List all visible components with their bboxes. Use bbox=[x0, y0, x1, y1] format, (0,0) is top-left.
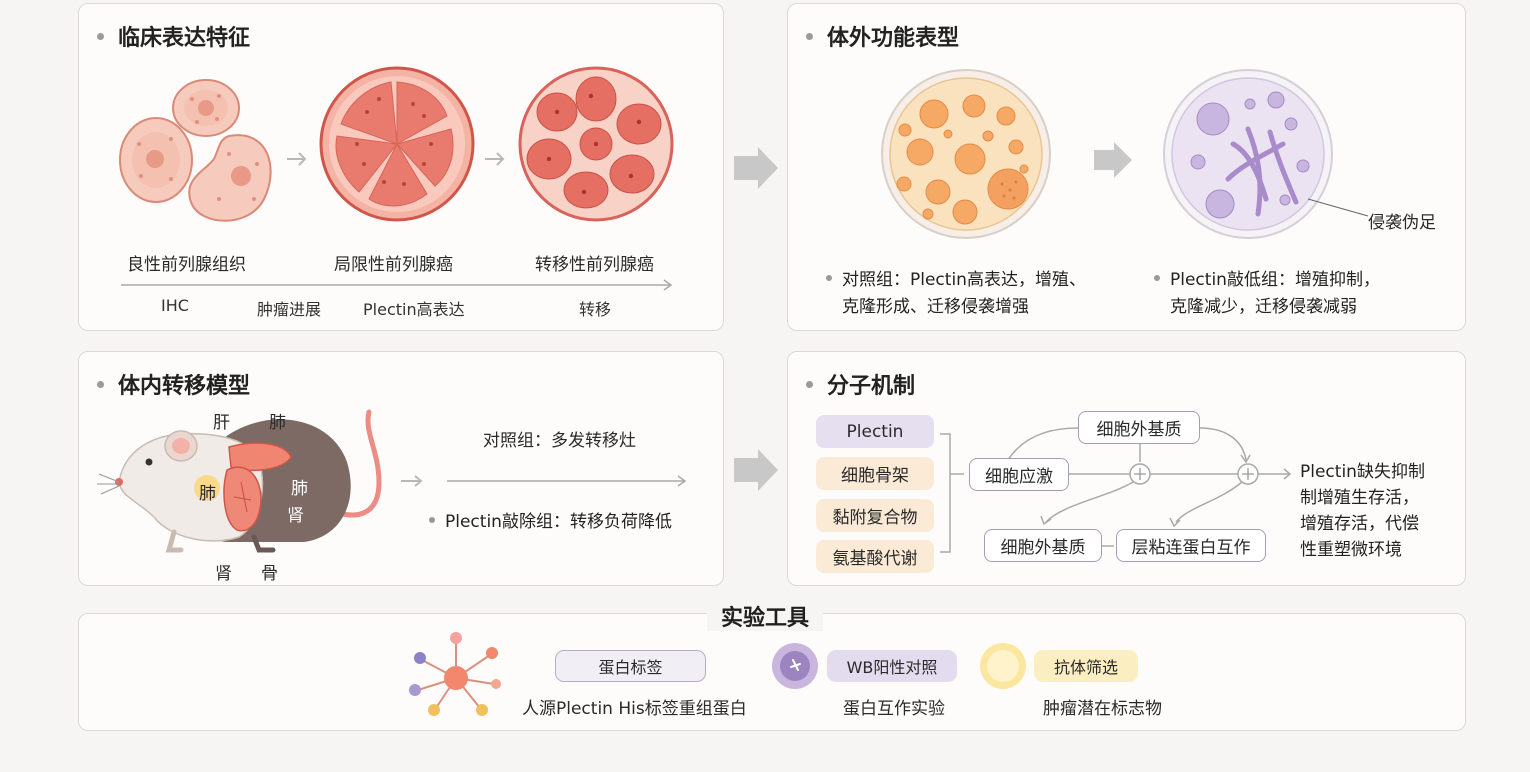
panel-mechanism-title: 分子机制 bbox=[806, 368, 915, 400]
pseudopod-label: 侵袭伪足 bbox=[1368, 213, 1436, 233]
result-line-4: 性重塑微环境 bbox=[1300, 540, 1402, 560]
knockdown-line-1: Plectin敲低组：增殖抑制， bbox=[1170, 270, 1380, 290]
localized-cancer-illustration bbox=[319, 66, 475, 222]
progression-arrow bbox=[121, 279, 673, 291]
control-result-text: 对照组：Plectin高表达，增殖、 克隆形成、迁移侵袭增强 bbox=[826, 267, 1086, 321]
panel-mechanism: 分子机制 Plectin 细胞骨架 黏附复合物 氨基酸代谢 细胞应激 细胞外基质… bbox=[787, 351, 1466, 586]
in-vivo-control-text: 对照组：多发转移灶 bbox=[483, 431, 636, 451]
stage-label-metastatic: 转移性前列腺癌 bbox=[535, 255, 654, 275]
organ-label-lung-right: 肺 bbox=[291, 479, 308, 499]
tool-pill-wb-control: WB阳性对照 bbox=[827, 650, 957, 682]
bullet-dot bbox=[97, 380, 104, 388]
clinical-illustration bbox=[119, 66, 674, 291]
bullet-dot bbox=[429, 517, 435, 523]
bullet-dot bbox=[97, 32, 104, 40]
title-text: 分子机制 bbox=[827, 374, 916, 399]
stage-label-localized: 局限性前列腺癌 bbox=[334, 255, 453, 275]
result-arrow bbox=[447, 475, 687, 487]
metastatic-cancer-illustration bbox=[518, 66, 674, 222]
panel-in-vitro-title: 体外功能表型 bbox=[806, 20, 959, 52]
mouse-illustration bbox=[97, 409, 687, 553]
organ-label-kidney-right: 肾 bbox=[287, 506, 304, 526]
title-text: 临床表达特征 bbox=[118, 26, 251, 51]
pill-adhesion-complex: 黏附复合物 bbox=[816, 499, 934, 532]
organ-label-lung-top: 肺 bbox=[269, 413, 286, 433]
in-vivo-knockout-text: Plectin敲除组：转移负荷降低 bbox=[429, 509, 672, 536]
organ-label-liver: 肝 bbox=[213, 413, 230, 433]
panel-clinical: 临床表达特征 bbox=[78, 3, 724, 331]
knockdown-line-2: 克隆减少，迁移侵袭减弱 bbox=[1170, 297, 1357, 317]
title-text: 体外功能表型 bbox=[827, 26, 960, 51]
node-cell-stress: 细胞应激 bbox=[969, 458, 1069, 491]
node-ecm-bottom: 细胞外基质 bbox=[984, 529, 1102, 562]
tools-title-text: 实验工具 bbox=[706, 606, 823, 631]
tool-pill-antibody-screening: 抗体筛选 bbox=[1034, 650, 1138, 682]
panel-in-vivo: 体内转移模型 肝 肺 肺 肺 肾 肾 骨 对照组：多发转移灶 Pl bbox=[78, 351, 724, 586]
axis-label-ihc: IHC bbox=[161, 296, 189, 315]
panel-in-vivo-title: 体内转移模型 bbox=[97, 368, 250, 400]
tool-pill-protein-tag: 蛋白标签 bbox=[555, 650, 706, 682]
lung-marker bbox=[194, 475, 220, 501]
knockdown-result-text: Plectin敲低组：增殖抑制， 克隆减少，迁移侵袭减弱 bbox=[1154, 267, 1380, 321]
bullet-dot bbox=[1154, 275, 1160, 281]
control-line-1: 对照组：Plectin高表达，增殖、 bbox=[842, 270, 1086, 290]
arrow-right-icon bbox=[287, 152, 307, 166]
pill-cytoskeleton: 细胞骨架 bbox=[816, 457, 934, 490]
stage-label-benign: 良性前列腺组织 bbox=[127, 255, 246, 275]
mouse-tail bbox=[321, 409, 382, 518]
panel-clinical-title: 临床表达特征 bbox=[97, 20, 250, 52]
in-vitro-illustration bbox=[881, 69, 1369, 239]
benign-tissue-illustration bbox=[119, 79, 272, 222]
knockdown-dish-illustration bbox=[1163, 69, 1369, 239]
knockout-text: Plectin敲除组：转移负荷降低 bbox=[445, 512, 672, 532]
mechanism-connectors bbox=[940, 427, 1292, 553]
pseudopod-leader-line bbox=[1307, 198, 1369, 217]
axis-label-progression: 肿瘤进展 bbox=[257, 300, 322, 319]
pill-amino-acid-metabolism: 氨基酸代谢 bbox=[816, 540, 934, 573]
molecule-icon bbox=[409, 632, 501, 716]
node-laminin-interaction: 层粘连蛋白互作 bbox=[1116, 529, 1266, 562]
arrow-right-icon bbox=[485, 152, 505, 166]
antibody-screening-icon bbox=[980, 643, 1026, 689]
organ-label-bone: 骨 bbox=[261, 564, 278, 584]
control-line-2: 克隆形成、迁移侵袭增强 bbox=[842, 297, 1029, 317]
bullet-dot bbox=[806, 32, 813, 40]
axis-label-plectin-high: Plectin高表达 bbox=[363, 300, 465, 319]
mouse-eye bbox=[145, 458, 153, 466]
tool-caption-antibody-screening: 肿瘤潜在标志物 bbox=[1043, 699, 1162, 719]
bullet-dot bbox=[826, 275, 832, 281]
result-line-1: Plectin缺失抑制 bbox=[1300, 462, 1425, 482]
node-ecm-top: 细胞外基质 bbox=[1078, 411, 1200, 444]
organ-label-kidney-bottom: 肾 bbox=[215, 564, 232, 584]
arrow-right-icon bbox=[401, 475, 423, 487]
result-line-2: 制增殖生存活， bbox=[1300, 488, 1419, 508]
tools-title: 实验工具 bbox=[0, 600, 1530, 632]
panel-tools bbox=[78, 613, 1466, 731]
lung-organ bbox=[223, 466, 262, 532]
pill-plectin: Plectin bbox=[816, 415, 934, 448]
panel-in-vitro: 体外功能表型 bbox=[787, 3, 1466, 331]
control-dish-illustration bbox=[881, 69, 1051, 239]
result-line-3: 增殖存活，代偿 bbox=[1300, 514, 1419, 534]
organ-label-lung-left: 肺 bbox=[199, 484, 216, 504]
title-text: 体内转移模型 bbox=[118, 374, 251, 399]
tool-caption-protein-tag: 人源Plectin His标签重组蛋白 bbox=[522, 699, 747, 719]
mechanism-result-text: Plectin缺失抑制 制增殖生存活， 增殖存活，代偿 性重塑微环境 bbox=[1300, 459, 1425, 563]
bullet-dot bbox=[806, 380, 813, 388]
axis-label-metastasis: 转移 bbox=[579, 300, 612, 319]
tool-caption-wb-control: 蛋白互作实验 bbox=[843, 699, 945, 719]
big-arrow-right-icon bbox=[1094, 142, 1132, 178]
wb-control-icon bbox=[772, 643, 818, 689]
